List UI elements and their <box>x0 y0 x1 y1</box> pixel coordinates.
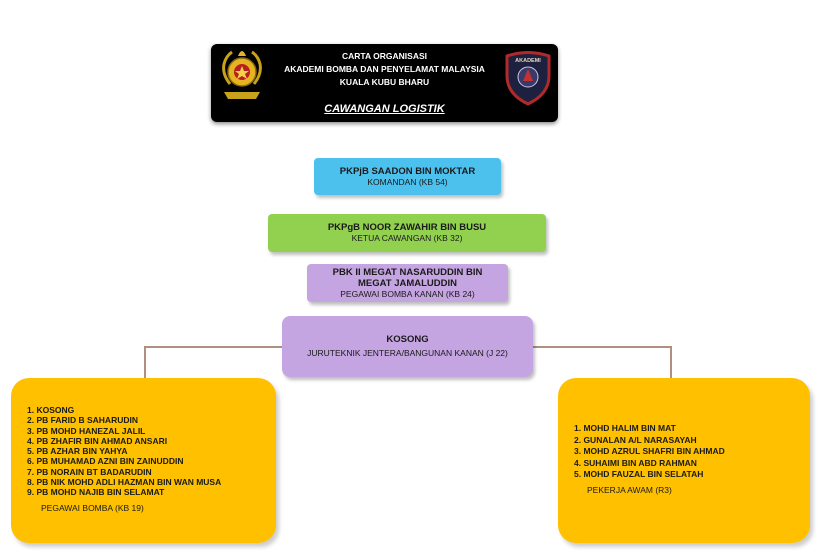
org-chart-title: CARTA ORGANISASI <box>342 51 427 61</box>
firefighters-position: PEGAWAI BOMBA (KB 19) <box>41 503 144 513</box>
civil-workers-panel: 1. MOHD HALIM BIN MAT 2. GUNALAN A/L NAR… <box>558 378 810 543</box>
branch-subtitle: CAWANGAN LOGISTIK <box>324 103 445 115</box>
civil-workers-list: 1. MOHD HALIM BIN MAT 2. GUNALAN A/L NAR… <box>574 423 725 481</box>
senior-officer-role: PEGAWAI BOMBA KANAN (KB 24) <box>340 288 475 299</box>
list-item: 1. MOHD HALIM BIN MAT <box>574 423 676 433</box>
list-item: 3. MOHD AZRUL SHAFRI BIN AHMAD <box>574 446 725 457</box>
commandant-name: PKPjB SAADON BIN MOKTAR <box>339 165 476 177</box>
senior-officer-name-line2: MEGAT JAMALUDDIN <box>357 277 458 289</box>
list-item: 4. SUHAIMI BIN ABD RAHMAN <box>574 457 697 468</box>
list-item: 5. MOHD FAUZAL BIN SELATAH <box>574 469 704 480</box>
list-item: 5. PB AZHAR BIN YAHYA <box>27 446 128 457</box>
list-item: 6. PB MUHAMAD AZNI BIN ZAINUDDIN <box>27 456 184 467</box>
branch-head-box: PKPgB NOOR ZAWAHIR BIN BUSU KETUA CAWANG… <box>268 214 546 252</box>
commandant-role: KOMANDAN (KB 54) <box>367 176 448 187</box>
list-item: 4. PB ZHAFIR BIN AHMAD ANSARI <box>27 435 168 446</box>
technician-role: JURUTEKNIK JENTERA/BANGUNAN KANAN (J 22) <box>307 348 508 358</box>
academy-shield-text: AKADEMI <box>515 58 541 64</box>
connector-left-drop <box>144 346 146 379</box>
firefighters-panel: 1. KOSONG 2. PB FARID B SAHARUDIN 3. PB … <box>11 378 276 543</box>
firefighters-list: 1. KOSONG 2. PB FARID B SAHARUDIN 3. PB … <box>27 405 221 498</box>
branch-head-name: PKPgB NOOR ZAWAHIR BIN BUSU <box>327 222 487 233</box>
senior-officer-box: PBK II MEGAT NASARUDDIN BIN MEGAT JAMALU… <box>307 264 508 302</box>
connector-right-drop <box>670 346 672 379</box>
list-item: 1. KOSONG <box>27 405 75 415</box>
list-item: 2. PB FARID B SAHARUDIN <box>27 415 138 426</box>
commandant-box: PKPjB SAADON BIN MOKTAR KOMANDAN (KB 54) <box>314 158 501 195</box>
academy-shield-icon: AKADEMI <box>505 51 551 106</box>
fire-department-emblem-icon <box>222 50 262 99</box>
list-item: 7. PB NORAIN BT BADARUDIN <box>27 466 152 477</box>
branch-head-role: KETUA CAWANGAN (KB 32) <box>351 233 463 243</box>
list-item: 3. PB MOHD HANEZAL JALIL <box>27 425 146 436</box>
civil-workers-position: PEKERJA AWAM (R3) <box>587 485 672 495</box>
academy-name: AKADEMI BOMBA DAN PENYELAMAT MALAYSIA <box>284 64 485 74</box>
technician-name: KOSONG <box>386 334 429 345</box>
technician-box: KOSONG JURUTEKNIK JENTERA/BANGUNAN KANAN… <box>282 316 533 377</box>
list-item: 8. PB NIK MOHD ADLI HAZMAN BIN WAN MUSA <box>27 477 222 488</box>
location-name: KUALA KUBU BHARU <box>339 77 430 87</box>
header-banner: CARTA ORGANISASI AKADEMI BOMBA DAN PENYE… <box>211 44 558 122</box>
senior-officer-name-line1: PBK II MEGAT NASARUDDIN BIN <box>332 266 483 278</box>
list-item: 9. PB MOHD NAJIB BIN SELAMAT <box>27 487 165 498</box>
list-item: 2. GUNALAN A/L NARASAYAH <box>574 434 697 445</box>
